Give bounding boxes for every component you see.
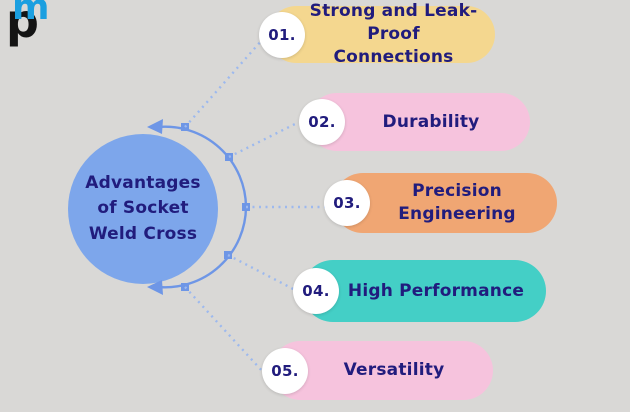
number-label-4: 04. [302, 282, 330, 300]
advantage-pill-4: 04. High Performance [293, 260, 546, 322]
number-label-1: 01. [268, 25, 296, 44]
arc-node-3 [242, 203, 250, 211]
leader-line-5 [184, 286, 265, 374]
arc-node-1 [181, 123, 189, 131]
advantage-label-3: Precision Engineering [398, 181, 516, 224]
advantage-pill-3: 03. Precision Engineering [324, 173, 557, 233]
leader-line-2 [228, 121, 298, 159]
number-label-3: 03. [333, 194, 361, 212]
advantage-label-2: Durability [382, 111, 480, 132]
advantage-label-1: Strong and Leak- Proof Connections [309, 1, 478, 67]
arc-node-5 [181, 283, 189, 291]
arc-node-4 [224, 251, 232, 259]
leader-line-1 [184, 39, 263, 128]
advantage-pill-1: 01. Strong and Leak- Proof Connections [259, 1, 495, 67]
hub-title: Advantages of Socket Weld Cross [85, 172, 201, 244]
number-badge-3: 03. [324, 180, 370, 226]
arc-arrowhead-top-icon [147, 119, 163, 134]
advantage-label-4: High Performance [347, 280, 525, 301]
brand-logo: p m [6, 0, 62, 60]
number-badge-4: 04. [293, 268, 339, 314]
number-badge-1: 01. [259, 11, 305, 58]
hub-circle: Advantages of Socket Weld Cross [68, 134, 218, 284]
logo-letter-m: m [12, 0, 49, 28]
advantage-pill-5: 05. Versatility [262, 341, 493, 400]
logo-letter-p: p [6, 0, 39, 48]
number-label-5: 05. [271, 361, 299, 380]
number-badge-2: 02. [299, 99, 345, 145]
advantage-label-5: Versatility [343, 360, 445, 381]
number-label-2: 02. [308, 113, 336, 131]
number-badge-5: 05. [262, 347, 308, 394]
leader-line-4 [227, 253, 298, 293]
arc-node-2 [225, 153, 233, 161]
advantage-pill-2: 02. Durability [299, 93, 530, 151]
